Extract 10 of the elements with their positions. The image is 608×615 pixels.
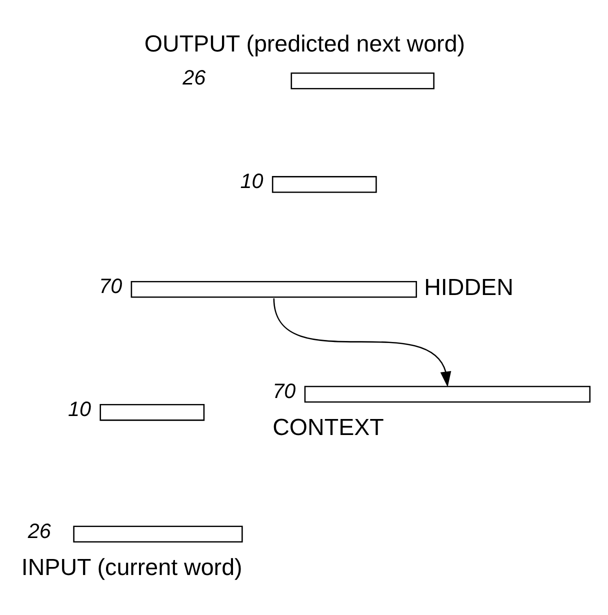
node-label: 10 [68, 398, 92, 422]
node-label: 26 [28, 520, 51, 543]
node-label: CONTEXT [272, 414, 384, 440]
node-label: 10 [240, 170, 264, 194]
node-label: OUTPUT (predicted next word) [144, 30, 466, 57]
node-label: INPUT (current word) [21, 554, 242, 580]
node-label: 70 [272, 380, 296, 403]
node-label: HIDDEN [424, 274, 514, 300]
node-label: 26 [182, 66, 206, 90]
node-label: 70 [99, 274, 122, 298]
